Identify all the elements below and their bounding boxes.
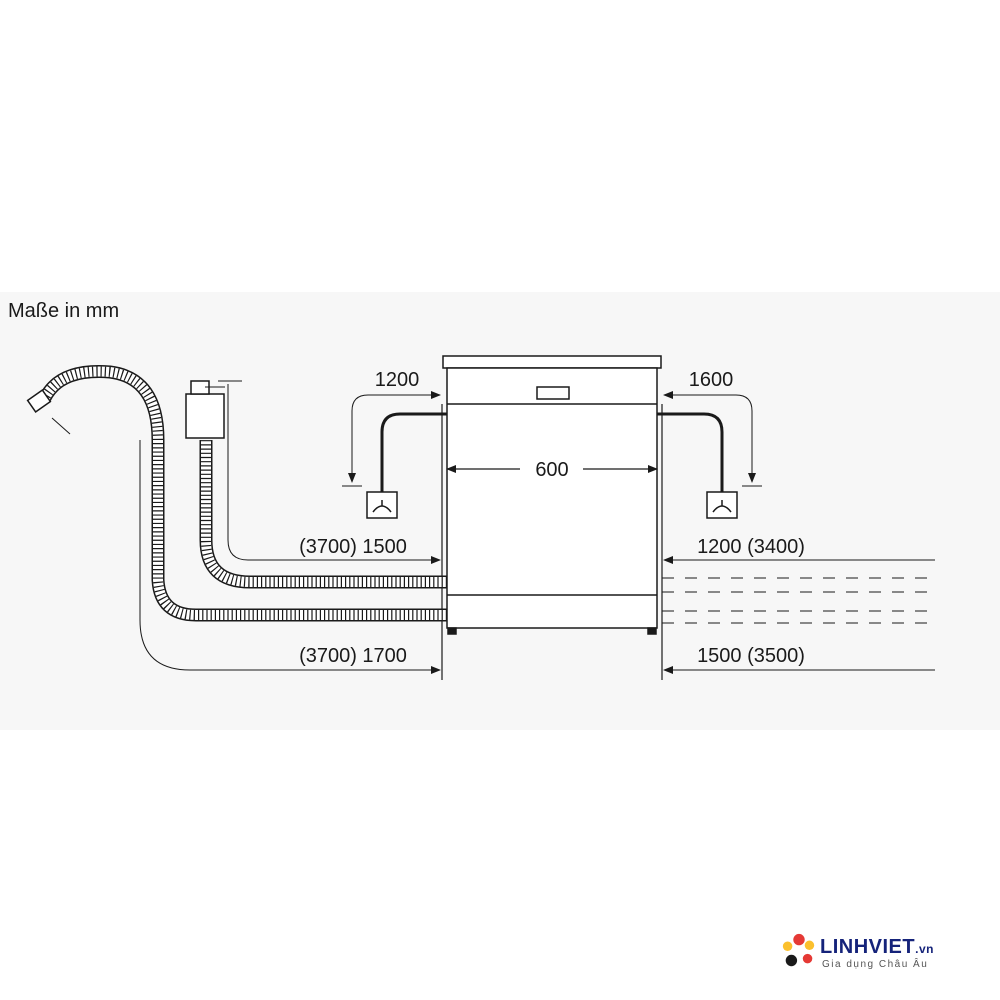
brand-tagline: Gia dụng Châu Âu	[822, 959, 929, 970]
brand-name: LINHVIET.vn	[820, 936, 934, 958]
right-power-cable: 1600	[657, 369, 762, 519]
unit-caption: Maße in mm	[8, 300, 119, 322]
left-power-cable: 1200	[342, 369, 447, 519]
aquastop-valve	[185, 393, 225, 439]
flower-logo-icon	[782, 933, 815, 967]
inlet-hose	[185, 380, 447, 589]
right-extension	[662, 556, 935, 674]
dishwasher-body	[442, 355, 662, 635]
right-upper-hose-label: 1200 (3400)	[697, 536, 805, 558]
brand-logo[interactable]: LINHVIET.vn Gia dụng Châu Âu	[780, 930, 980, 980]
right-lower-hose-label: 1500 (3500)	[697, 645, 805, 667]
width-label: 600	[535, 459, 568, 481]
left-lower-hose-label: (3700) 1700	[299, 645, 407, 667]
right-inlet-label: 1600	[689, 369, 734, 391]
drain-hose	[26, 365, 447, 674]
left-upper-hose-label: (3700) 1500	[299, 536, 407, 558]
left-inlet-label: 1200	[375, 369, 420, 391]
width-dimension: 600	[446, 459, 658, 481]
